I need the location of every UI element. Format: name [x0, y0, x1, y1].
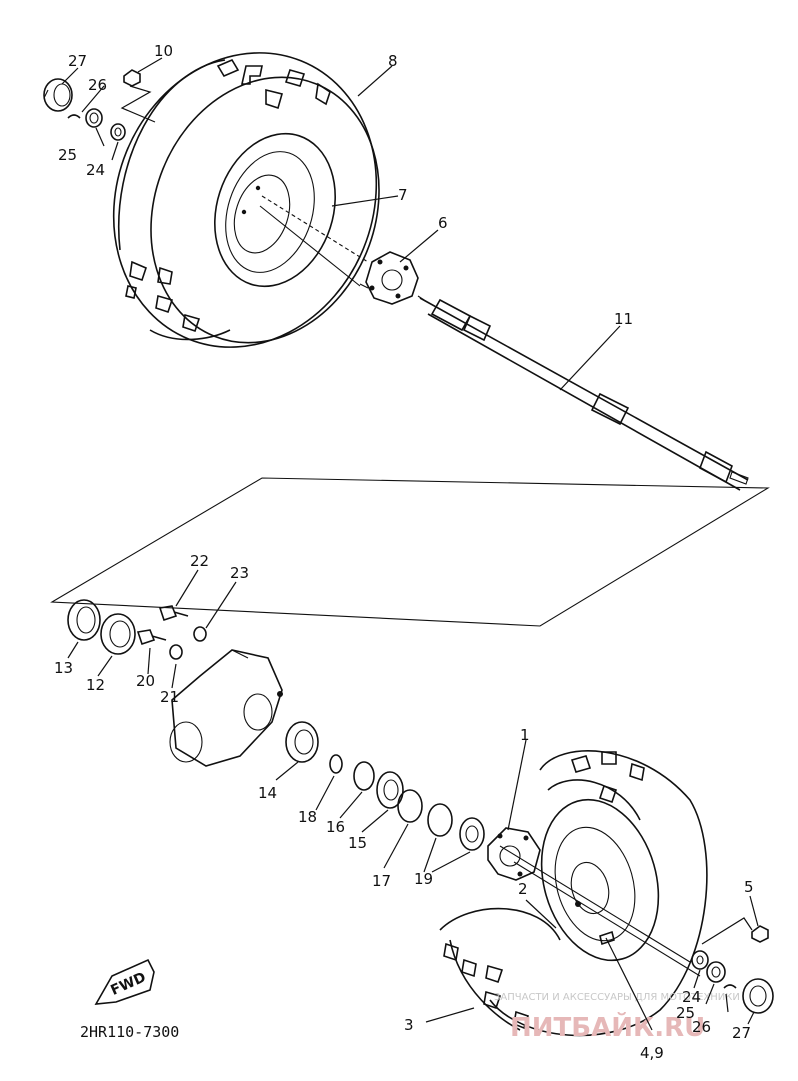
callout-15: 15	[348, 834, 367, 852]
callout-4-9: 4,9	[640, 1044, 664, 1062]
callout-2: 2	[518, 880, 528, 898]
callout-24-lower: 24	[682, 988, 701, 1006]
callout-16: 16	[326, 818, 345, 836]
lower-hardware	[691, 917, 774, 1014]
callout-8: 8	[388, 52, 398, 70]
callout-25-lower: 25	[676, 1004, 695, 1022]
upper-wheel-tire	[112, 52, 380, 348]
callout-3: 3	[404, 1016, 414, 1034]
lower-axle-bearings-spacers	[285, 721, 485, 851]
callout-26-upper: 26	[88, 76, 107, 94]
upper-hub	[359, 251, 419, 305]
callout-21: 21	[160, 688, 179, 706]
callout-7: 7	[398, 186, 408, 204]
callout-5: 5	[744, 878, 754, 896]
callout-27-lower: 27	[732, 1024, 751, 1042]
callout-20: 20	[136, 672, 155, 690]
callout-12: 12	[86, 676, 105, 694]
watermark-caption: ЗАПЧАСТИ И АКСЕССУАРЫ ДЛЯ МОТОТЕХНИКИ	[494, 992, 740, 1003]
lower-wheel-tire	[439, 750, 708, 1037]
callout-23: 23	[230, 564, 249, 582]
lower-bolts-and-washers	[136, 605, 207, 660]
callout-10: 10	[154, 42, 173, 60]
callout-26-lower: 26	[692, 1018, 711, 1036]
rear-axle-shaft	[417, 295, 749, 491]
callout-13: 13	[54, 659, 73, 677]
callout-1: 1	[520, 726, 530, 744]
lower-seal-and-bearing	[67, 599, 136, 655]
part-code: 2HR110-7300	[80, 1023, 179, 1041]
callout-25-upper: 25	[58, 146, 77, 164]
callout-19: 19	[414, 870, 433, 888]
svg-text:FWD: FWD	[108, 969, 148, 999]
bearing-housing	[169, 649, 283, 767]
callout-17: 17	[372, 872, 391, 890]
callout-27-upper: 27	[68, 52, 87, 70]
leader-lines	[61, 57, 759, 1031]
callout-14: 14	[258, 784, 277, 802]
callout-18: 18	[298, 808, 317, 826]
callout-24-upper: 24	[86, 161, 105, 179]
forward-direction-arrow: FWD	[94, 958, 155, 1005]
upper-hardware	[43, 69, 156, 141]
callout-11: 11	[614, 310, 633, 328]
watermark-logo: ПИТБАЙК.RU	[510, 1011, 705, 1043]
callout-6: 6	[438, 214, 448, 232]
assembly-frame-lines	[50, 477, 770, 627]
lower-hub	[487, 827, 541, 881]
callout-22: 22	[190, 552, 209, 570]
